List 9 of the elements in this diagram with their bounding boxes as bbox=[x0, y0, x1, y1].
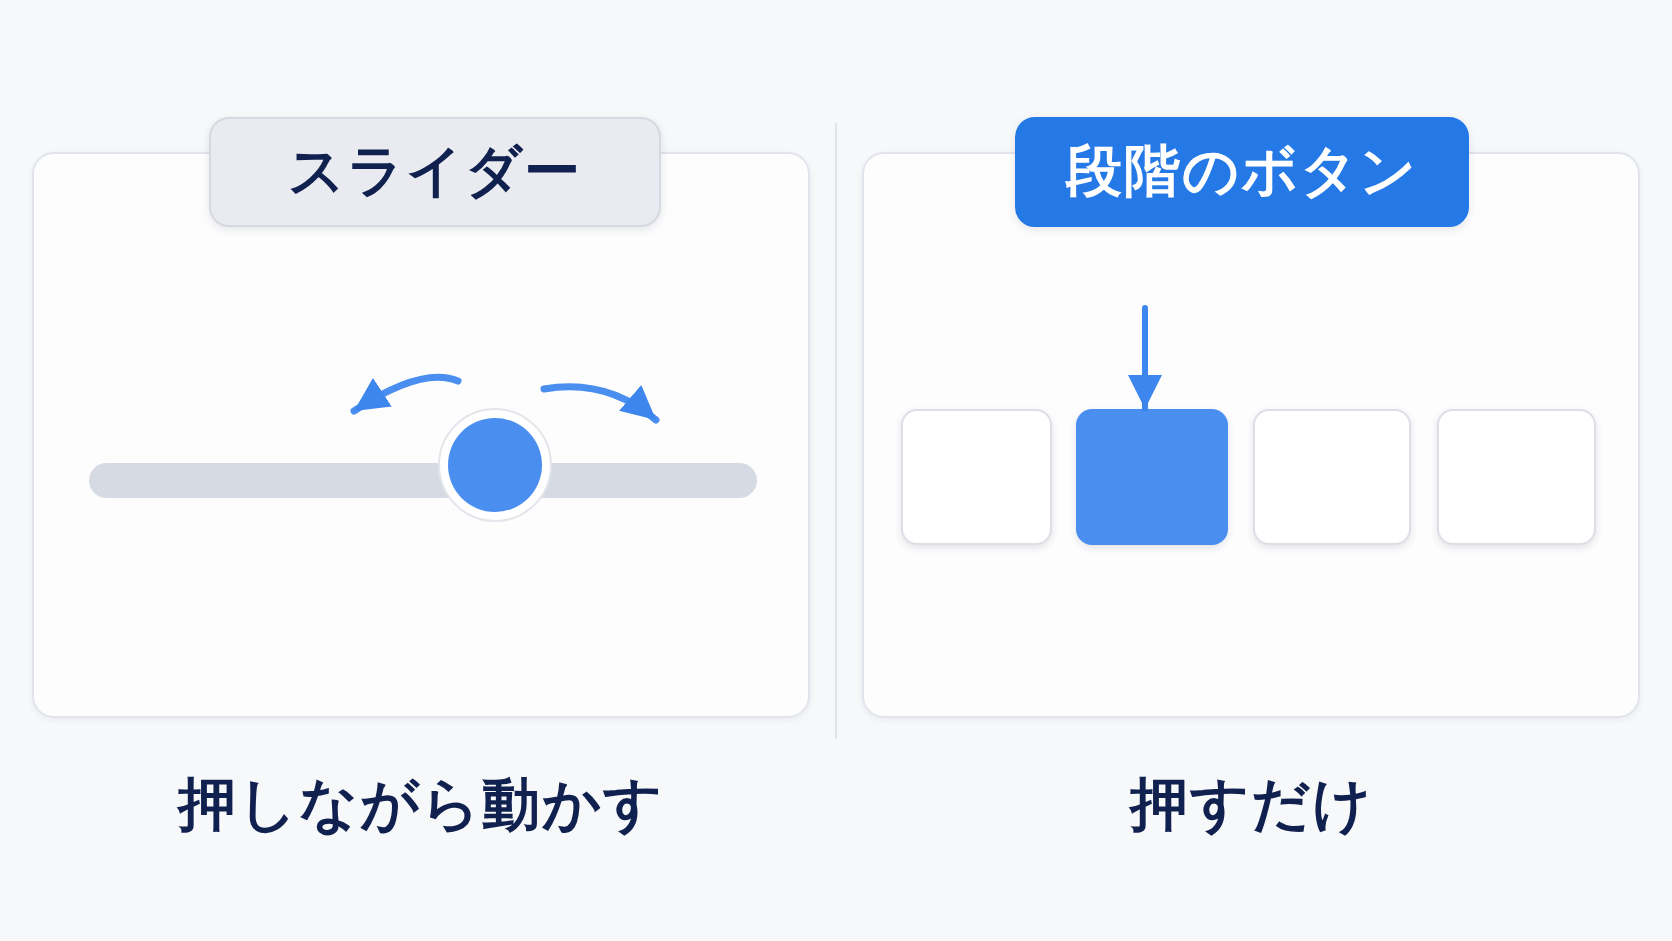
caption-text: 押すだけ bbox=[1127, 772, 1374, 836]
arrow bbox=[1128, 305, 1162, 412]
step-button bbox=[1437, 409, 1596, 545]
caption-text: 押しながら動かす bbox=[175, 772, 665, 836]
heading-label: 段階のボタン bbox=[1015, 117, 1469, 227]
step-button bbox=[901, 409, 1052, 545]
heading-label: スライダー bbox=[209, 117, 661, 227]
selected-step-button bbox=[1076, 409, 1228, 545]
step-button bbox=[1253, 409, 1411, 545]
